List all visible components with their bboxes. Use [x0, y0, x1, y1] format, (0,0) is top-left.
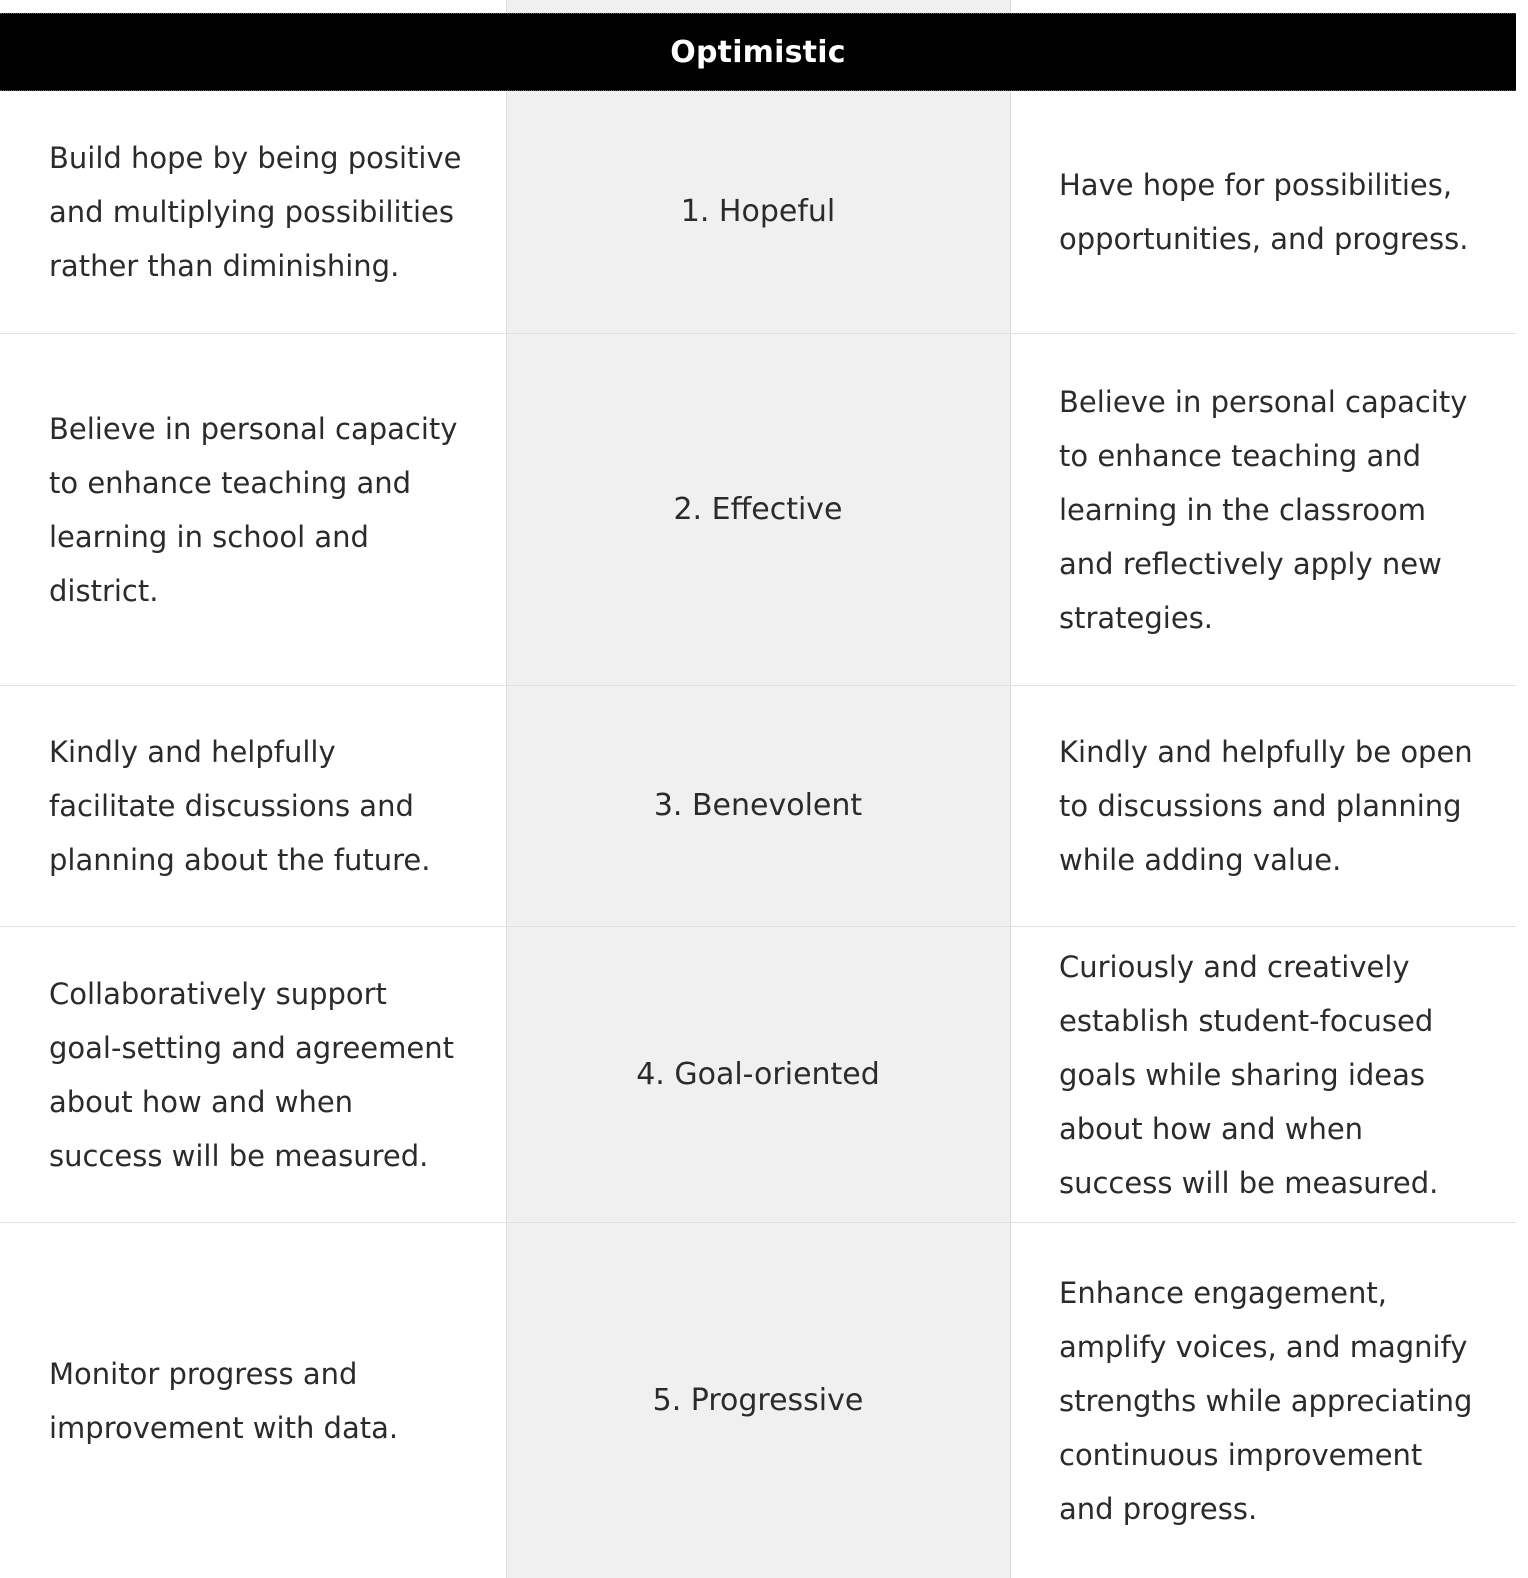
row-description-cell: Believe in personal capacity to enhance … — [0, 334, 506, 685]
column-divider — [506, 0, 507, 1578]
row-application: Curiously and creatively establish stude… — [1059, 949, 1439, 1200]
row-application-cell: Kindly and helpfully be open to discussi… — [1010, 686, 1516, 926]
row-application: Enhance engagement, amplify voices, and … — [1059, 1275, 1473, 1526]
row-description: Collaboratively support goal-setting and… — [49, 976, 454, 1173]
row-trait: 1. Hopeful — [680, 194, 836, 229]
row-description-cell: Monitor progress and improvement with da… — [0, 1223, 506, 1578]
row-divider — [0, 1222, 1516, 1223]
column-divider — [1010, 0, 1011, 1578]
row-divider — [0, 333, 1516, 334]
table-row: Kindly and helpfully facilitate discussi… — [0, 686, 1516, 926]
row-description: Believe in personal capacity to enhance … — [49, 411, 458, 608]
table-row: Collaboratively support goal-setting and… — [0, 927, 1516, 1222]
row-application-cell: Have hope for possibilities, opportuniti… — [1010, 91, 1516, 333]
table-row: Monitor progress and improvement with da… — [0, 1223, 1516, 1578]
row-trait-cell: 3. Benevolent — [506, 686, 1010, 926]
row-divider — [0, 685, 1516, 686]
row-application-cell: Enhance engagement, amplify voices, and … — [1010, 1223, 1516, 1578]
row-description: Build hope by being positive and multipl… — [49, 141, 462, 283]
table-row: Build hope by being positive and multipl… — [0, 91, 1516, 333]
row-description-cell: Kindly and helpfully facilitate discussi… — [0, 686, 506, 926]
row-description-cell: Build hope by being positive and multipl… — [0, 91, 506, 333]
table-row: Believe in personal capacity to enhance … — [0, 334, 1516, 685]
row-application-cell: Believe in personal capacity to enhance … — [1010, 334, 1516, 685]
row-application: Have hope for possibilities, opportuniti… — [1059, 168, 1469, 256]
row-application: Believe in personal capacity to enhance … — [1059, 384, 1468, 635]
row-description: Monitor progress and improvement with da… — [49, 1356, 399, 1445]
row-trait: 2. Effective — [673, 491, 843, 527]
row-description-cell: Collaboratively support goal-setting and… — [0, 927, 506, 1222]
row-description: Kindly and helpfully facilitate discussi… — [49, 735, 431, 877]
row-divider — [0, 926, 1516, 927]
row-trait-cell: 1. Hopeful — [506, 91, 1010, 333]
row-trait-cell: 5. Progressive — [506, 1223, 1010, 1578]
row-trait-cell: 2. Effective — [506, 334, 1010, 685]
row-trait: 3. Benevolent — [653, 788, 863, 823]
row-trait: 4. Goal-oriented — [636, 1056, 880, 1092]
row-trait-cell: 4. Goal-oriented — [506, 927, 1010, 1222]
table-header-label: Optimistic — [670, 34, 846, 70]
row-application: Kindly and helpfully be open to discussi… — [1059, 735, 1473, 877]
row-application-cell: Curiously and creatively establish stude… — [1010, 927, 1516, 1222]
middle-column-background — [506, 0, 1010, 1578]
table-header: Optimistic — [0, 13, 1516, 91]
row-trait: 5. Progressive — [652, 1382, 864, 1418]
